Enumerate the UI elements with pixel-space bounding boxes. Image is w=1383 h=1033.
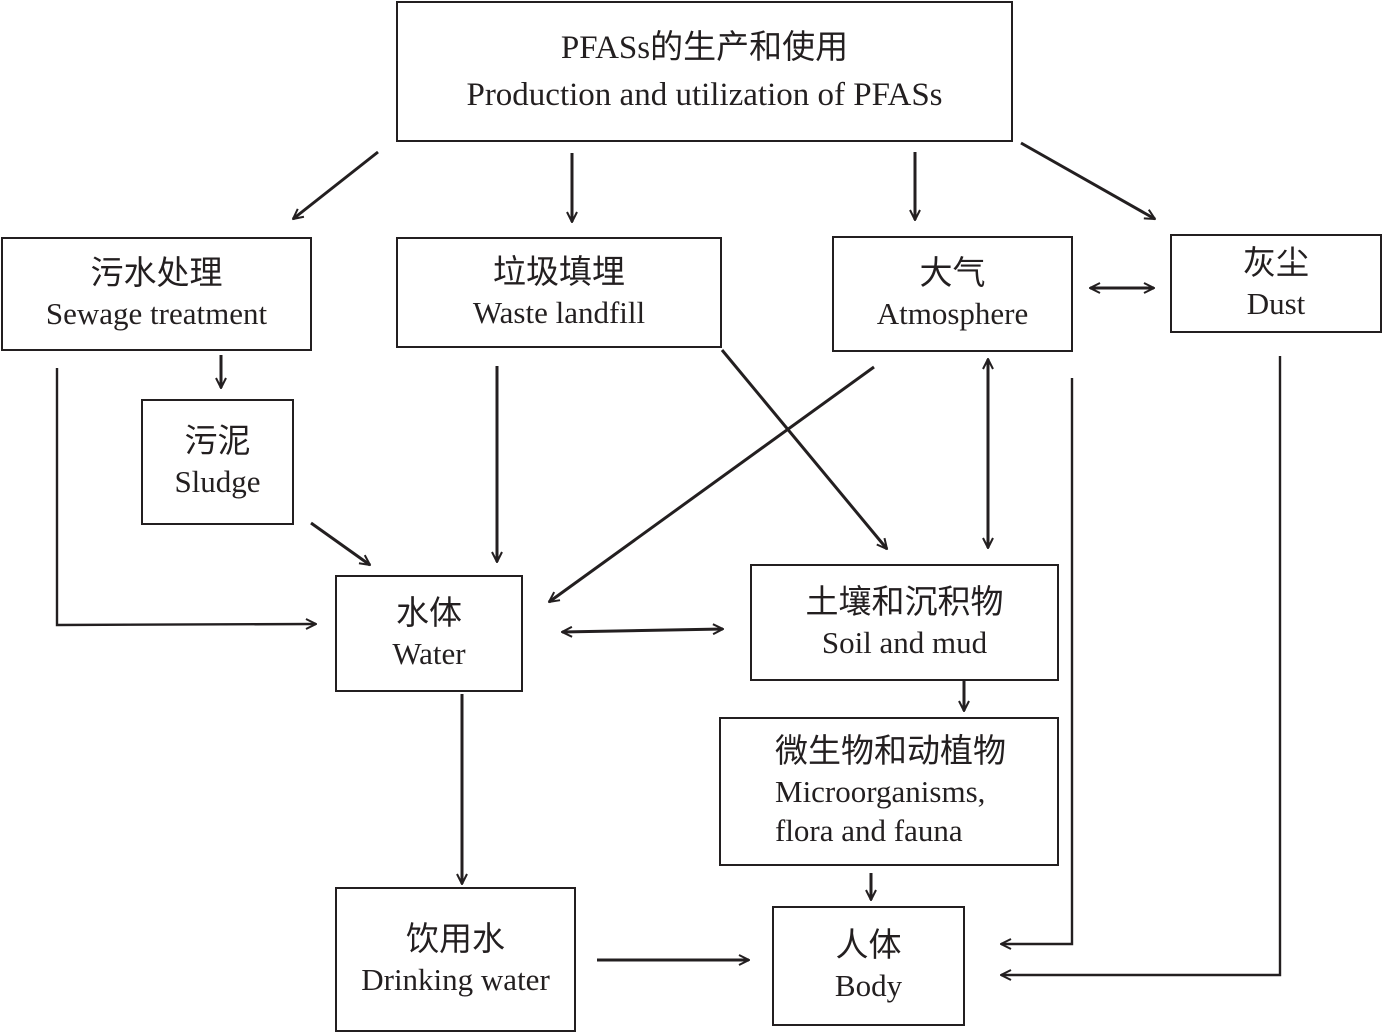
node-atmosphere: 大气 Atmosphere: [832, 236, 1073, 352]
node-drinking-zh: 饮用水: [406, 921, 505, 958]
node-production-zh: PFASs的生产和使用: [560, 30, 849, 67]
node-sludge-en: Sludge: [174, 464, 261, 500]
node-biota-en1: Microorganisms,: [775, 774, 986, 810]
arrow-landfill-to-soil: [720, 349, 887, 549]
node-dust-en: Dust: [1246, 285, 1306, 321]
node-landfill-en: Waste landfill: [472, 294, 646, 330]
node-sewage-en: Sewage treatment: [45, 296, 268, 332]
node-body-zh: 人体: [835, 928, 902, 964]
node-water-zh: 水体: [396, 595, 462, 632]
node-landfill-zh: 垃圾填埋: [493, 254, 625, 291]
node-body-en: Body: [834, 968, 903, 1004]
node-drinking-en: Drinking water: [361, 961, 550, 997]
node-biota-zh: 微生物和动植物: [775, 734, 1006, 771]
node-biota: 微生物和动植物 Microorganisms, flora and fauna: [719, 717, 1059, 866]
arrow-dust-to-body: [1001, 356, 1282, 975]
node-water-en: Water: [392, 635, 466, 671]
arrow-production-to-sewage: [293, 150, 379, 219]
node-dust: 灰尘 Dust: [1170, 234, 1382, 333]
node-atmosphere-en: Atmosphere: [876, 296, 1029, 332]
node-production: PFASs的生产和使用 Production and utilization o…: [396, 1, 1013, 142]
node-dust-zh: 灰尘: [1243, 245, 1309, 282]
arrow-production-to-dust: [1020, 141, 1155, 221]
node-sludge-zh: 污泥: [184, 424, 251, 460]
node-soil: 土壤和沉积物 Soil and mud: [750, 564, 1059, 681]
node-biota-en2: flora and fauna: [775, 813, 963, 849]
node-landfill: 垃圾填埋 Waste landfill: [396, 237, 722, 348]
node-production-en: Production and utilization of PFASs: [466, 76, 943, 113]
arrow-sewage-to-water: [55, 368, 316, 625]
node-drinking: 饮用水 Drinking water: [335, 887, 576, 1032]
node-soil-en: Soil and mud: [821, 624, 988, 660]
node-sewage: 污水处理 Sewage treatment: [1, 237, 312, 351]
node-sludge: 污泥 Sludge: [141, 399, 294, 525]
arrow-sludge-to-water: [310, 521, 370, 565]
node-sewage-zh: 污水处理: [90, 256, 223, 292]
node-body: 人体 Body: [772, 906, 965, 1026]
node-soil-zh: 土壤和沉积物: [805, 584, 1004, 621]
node-atmosphere-zh: 大气: [919, 256, 986, 292]
arrow-atmosphere-to-water: [549, 365, 875, 602]
arrow-water-to-soil: [562, 629, 723, 632]
arrow-atmosphere-to-body: [1001, 378, 1074, 944]
node-water: 水体 Water: [335, 575, 523, 692]
